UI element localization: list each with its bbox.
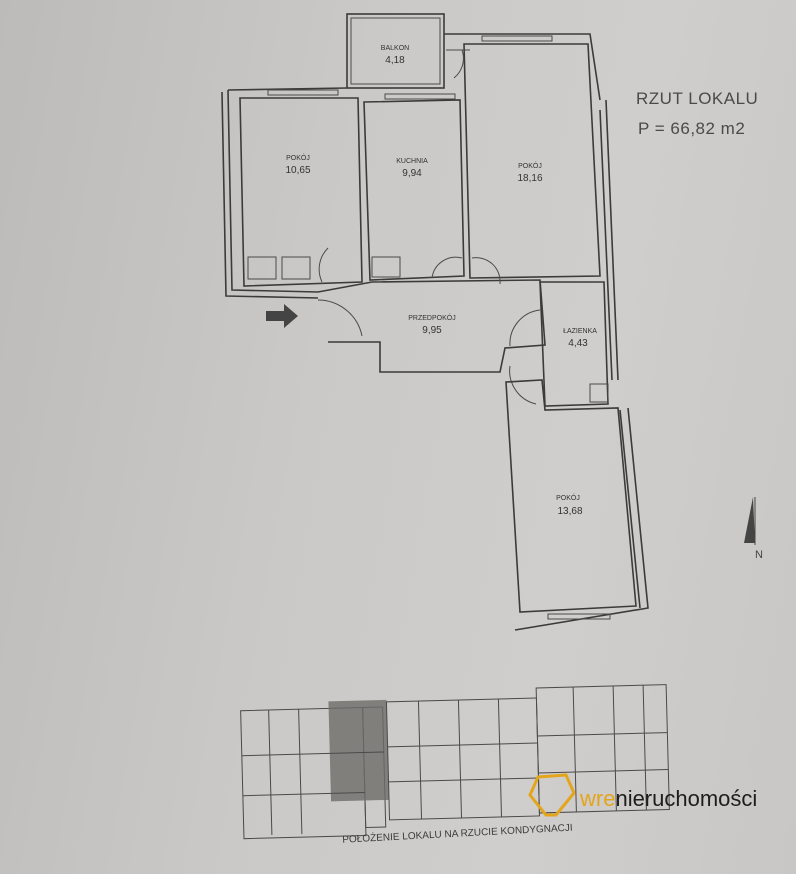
- location-caption: POŁOŻENIE LOKALU NA RZUCIE KONDYGNACJI: [342, 821, 573, 846]
- watermark-logo: wrenieruchomości: [528, 773, 757, 817]
- room-area: 13,68: [557, 506, 582, 517]
- room-area: 10,65: [285, 165, 310, 176]
- room-name: POKÓJ: [518, 161, 542, 170]
- building-floor-plan: [240, 684, 670, 840]
- outer-walls: [221, 33, 649, 631]
- room-balkon: BALKON 4,18: [346, 13, 445, 89]
- room-name: PRZEDPOKÓJ: [408, 313, 455, 322]
- plan-title: RZUT LOKALU: [636, 89, 758, 108]
- room-pokoj-3: POKÓJ 13,68: [505, 379, 637, 613]
- room-name: KUCHNIA: [396, 158, 428, 165]
- north-arrow-icon: N: [744, 497, 763, 561]
- room-przedpokoj: PRZEDPOKÓJ 9,95: [317, 247, 546, 405]
- room-kuchnia: KUCHNIA 9,94: [363, 99, 465, 281]
- highlighted-unit: [328, 699, 390, 802]
- room-lazienka: ŁAZIENKA 4,43: [539, 281, 609, 407]
- logo-accent-text: wre: [579, 786, 615, 811]
- svg-text:wrenieruchomości: wrenieruchomości: [579, 786, 757, 811]
- room-name: POKÓJ: [286, 153, 310, 162]
- room-area: 4,43: [568, 338, 588, 349]
- room-area: 18,16: [517, 173, 542, 184]
- room-name: POKÓJ: [556, 493, 580, 502]
- room-area: 9,95: [422, 325, 442, 336]
- north-label: N: [755, 549, 763, 561]
- total-area: P = 66,82 m2: [638, 119, 745, 138]
- logo-text: nieruchomości: [615, 786, 757, 811]
- room-area: 9,94: [402, 168, 422, 179]
- room-name: BALKON: [381, 45, 409, 52]
- lion-logo-icon: [528, 773, 576, 817]
- room-area: 4,18: [385, 55, 405, 66]
- room-pokoj-1: POKÓJ 10,65: [239, 97, 363, 287]
- entry-arrow-icon: [266, 304, 298, 328]
- room-pokoj-2: POKÓJ 18,16: [446, 43, 601, 279]
- room-name: ŁAZIENKA: [563, 328, 597, 335]
